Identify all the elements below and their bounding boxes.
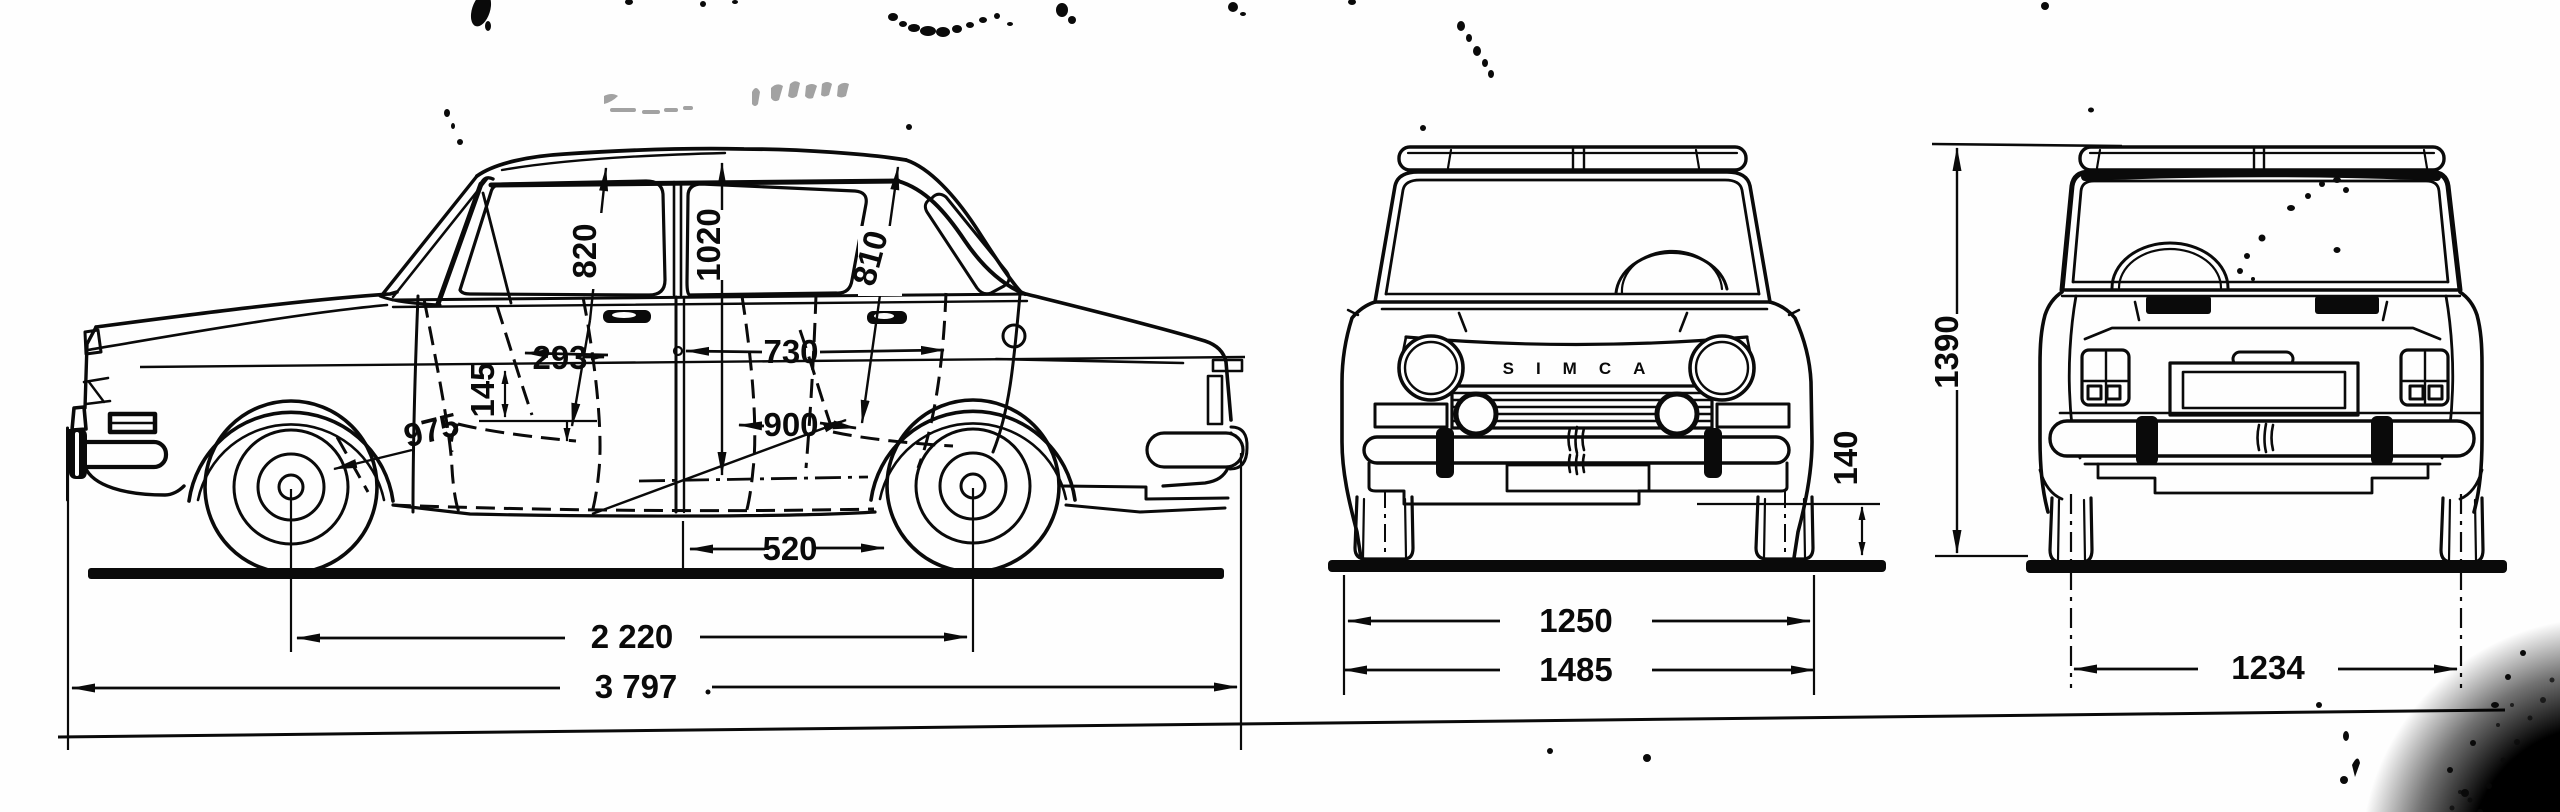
svg-text:1250: 1250: [1539, 602, 1612, 639]
svg-text:293: 293: [532, 339, 587, 376]
svg-text:SIMCA: SIMCA: [1503, 359, 1668, 378]
svg-text:520: 520: [762, 530, 817, 567]
svg-text:820: 820: [566, 223, 603, 278]
svg-text:1485: 1485: [1539, 651, 1612, 688]
svg-text:140: 140: [1827, 430, 1864, 485]
svg-text:2 220: 2 220: [591, 618, 674, 655]
svg-text:730: 730: [763, 333, 818, 370]
svg-text:1234: 1234: [2231, 649, 2305, 686]
svg-text:3 797: 3 797: [595, 668, 678, 705]
svg-text:1390: 1390: [1928, 315, 1965, 388]
svg-text:145: 145: [464, 362, 501, 417]
svg-text:900: 900: [763, 406, 818, 443]
svg-text:1020: 1020: [690, 208, 727, 281]
